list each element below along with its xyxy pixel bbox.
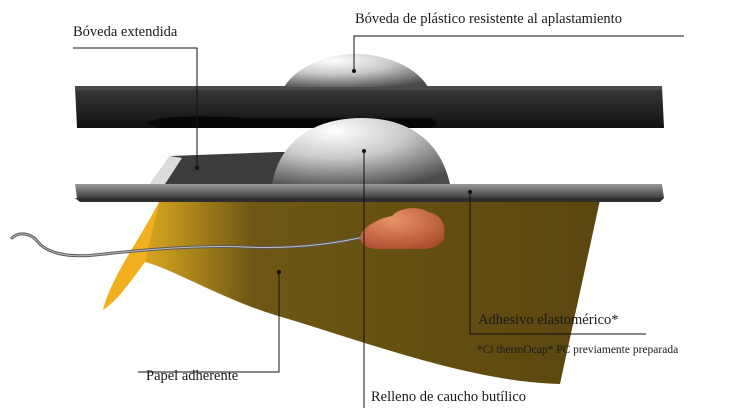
adhesive-paper-edge bbox=[103, 200, 160, 310]
butyl-rubber-blob bbox=[360, 208, 445, 250]
leader-lines bbox=[73, 35, 684, 408]
label-extended-dome: Bóveda extendida bbox=[73, 24, 178, 40]
label-footnote: *Ci thermOcap* PC previamente preparada bbox=[477, 344, 679, 356]
main-dome bbox=[272, 118, 450, 184]
adhesive-paper bbox=[103, 200, 600, 384]
leader-paper bbox=[138, 272, 280, 373]
upper-dome bbox=[284, 54, 428, 87]
base-plate bbox=[75, 184, 664, 198]
label-elastomeric-adhesive: Adhesivo elastomérico* bbox=[478, 312, 619, 328]
label-butyl-filler: Relleno de caucho butílico bbox=[371, 389, 527, 405]
leader-extended-dome bbox=[73, 47, 198, 168]
label-adhesive-paper: Papel adherente bbox=[146, 368, 239, 384]
leader-domed-plastic bbox=[353, 35, 684, 71]
leader-elastomeric bbox=[469, 192, 646, 335]
label-domed-plastic: Bóveda de plástico resistente al aplasta… bbox=[355, 11, 622, 27]
